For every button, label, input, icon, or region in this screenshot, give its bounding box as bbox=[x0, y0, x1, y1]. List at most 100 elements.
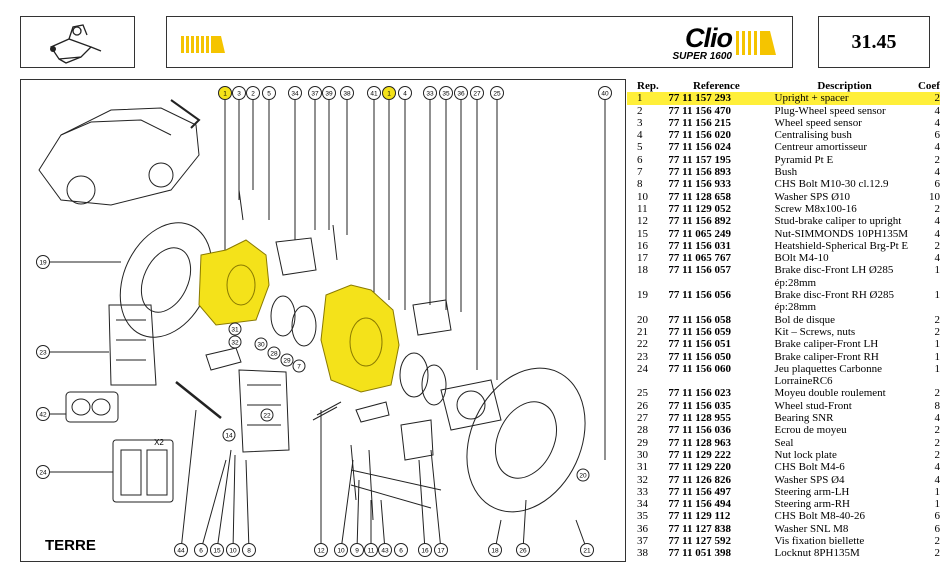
callout-top-40: 40 bbox=[598, 86, 612, 100]
part-description: Pyramid Pt E bbox=[774, 153, 834, 166]
part-description: Ecrou de moyeu bbox=[774, 424, 847, 437]
svg-text:31: 31 bbox=[231, 327, 239, 334]
brake-caliper-rh bbox=[108, 304, 157, 386]
terrain-label: TERRE bbox=[45, 537, 96, 554]
part-rep: 10 bbox=[637, 190, 648, 203]
part-rep bbox=[627, 301, 660, 313]
callout-mid-20: 20 bbox=[576, 468, 590, 482]
part-rep: 27 bbox=[637, 412, 648, 425]
part-coef: 4 bbox=[934, 116, 940, 129]
callout-top-37: 37 bbox=[308, 86, 322, 100]
part-reference: 77 11 126 826 bbox=[668, 473, 732, 486]
svg-text:44: 44 bbox=[177, 548, 185, 555]
part-reference: 77 11 129 052 bbox=[668, 202, 732, 215]
svg-text:41: 41 bbox=[370, 91, 378, 98]
part-rep: 21 bbox=[637, 325, 648, 338]
callout-bottom-17: 17 bbox=[434, 543, 448, 557]
svg-text:10: 10 bbox=[337, 548, 345, 555]
part-coef: 2 bbox=[934, 92, 940, 105]
part-rep bbox=[627, 277, 660, 289]
part-rep: 11 bbox=[637, 202, 648, 215]
part-coef bbox=[917, 277, 940, 289]
part-reference: 77 11 129 220 bbox=[668, 461, 732, 474]
svg-text:16: 16 bbox=[421, 548, 429, 555]
svg-text:2: 2 bbox=[251, 91, 255, 98]
part-reference: 77 11 156 497 bbox=[668, 485, 732, 498]
part-description: Wheel stud-Front bbox=[774, 399, 852, 412]
part-coef: 1 bbox=[934, 338, 940, 351]
part-rep: 8 bbox=[637, 178, 643, 191]
part-coef: 2 bbox=[934, 325, 940, 338]
callout-top-1b: 1 bbox=[382, 86, 396, 100]
svg-text:14: 14 bbox=[225, 433, 233, 440]
part-rep: 19 bbox=[637, 289, 648, 302]
svg-text:36: 36 bbox=[457, 91, 465, 98]
callout-left-42: 42 bbox=[36, 407, 50, 421]
part-rep: 16 bbox=[637, 239, 648, 252]
part-reference: 77 11 051 398 bbox=[668, 547, 732, 560]
part-reference: 77 11 129 112 bbox=[668, 510, 731, 523]
part-coef: 2 bbox=[934, 547, 940, 560]
callout-mid-29: 29 bbox=[280, 353, 294, 367]
part-rep: 31 bbox=[637, 461, 648, 474]
part-rep: 1 bbox=[637, 92, 643, 105]
part-description: Heatshield-Spherical Brg-Pt E bbox=[774, 239, 909, 252]
part-coef: 4 bbox=[934, 252, 940, 265]
part-coef: 1 bbox=[934, 362, 940, 375]
part-reference: 77 11 156 024 bbox=[668, 141, 732, 154]
part-reference: 77 11 128 963 bbox=[668, 436, 732, 449]
svg-text:35: 35 bbox=[442, 91, 450, 98]
part-description: Nut lock plate bbox=[774, 448, 837, 461]
part-description: Bol de disque bbox=[774, 313, 836, 326]
part-coef: 4 bbox=[934, 166, 940, 179]
part-coef: 2 bbox=[934, 436, 940, 449]
svg-text:40: 40 bbox=[601, 91, 609, 98]
callout-top-35: 35 bbox=[439, 86, 453, 100]
part-rep: 22 bbox=[637, 338, 648, 351]
part-rep: 38 bbox=[637, 547, 648, 560]
part-rep: 29 bbox=[637, 436, 648, 449]
svg-text:28: 28 bbox=[270, 351, 278, 358]
part-reference: 77 11 156 056 bbox=[668, 289, 732, 302]
header-icon-box bbox=[20, 16, 135, 68]
part-description: Plug-Wheel speed sensor bbox=[774, 104, 886, 117]
part-rep: 3 bbox=[637, 116, 643, 129]
part-coef: 4 bbox=[934, 461, 940, 474]
part-description: Centralising bush bbox=[774, 129, 852, 142]
svg-text:6: 6 bbox=[199, 548, 203, 555]
part-description: CHS Bolt M10-30 cl.12.9 bbox=[774, 178, 889, 191]
callout-mid-32: 32 bbox=[228, 335, 242, 349]
part-reference: 77 11 156 020 bbox=[668, 129, 732, 142]
part-rep: 17 bbox=[637, 252, 648, 265]
svg-text:7: 7 bbox=[297, 364, 301, 371]
callout-bottom-6: 6 bbox=[194, 543, 208, 557]
part-description: CHS Bolt M8-40-26 bbox=[774, 510, 865, 523]
part-rep: 18 bbox=[637, 264, 648, 277]
svg-text:24: 24 bbox=[39, 470, 47, 477]
part-reference: 77 11 065 249 bbox=[668, 227, 732, 240]
part-coef: 2 bbox=[934, 239, 940, 252]
part-description: Washer SPS Ø10 bbox=[774, 190, 851, 203]
callout-top-5: 5 bbox=[262, 86, 276, 100]
part-reference: 77 11 156 057 bbox=[668, 264, 732, 277]
part-description: Brake caliper-Front RH bbox=[774, 350, 879, 363]
part-description: Kit – Screws, nuts bbox=[774, 325, 856, 338]
callout-top-27: 27 bbox=[470, 86, 484, 100]
